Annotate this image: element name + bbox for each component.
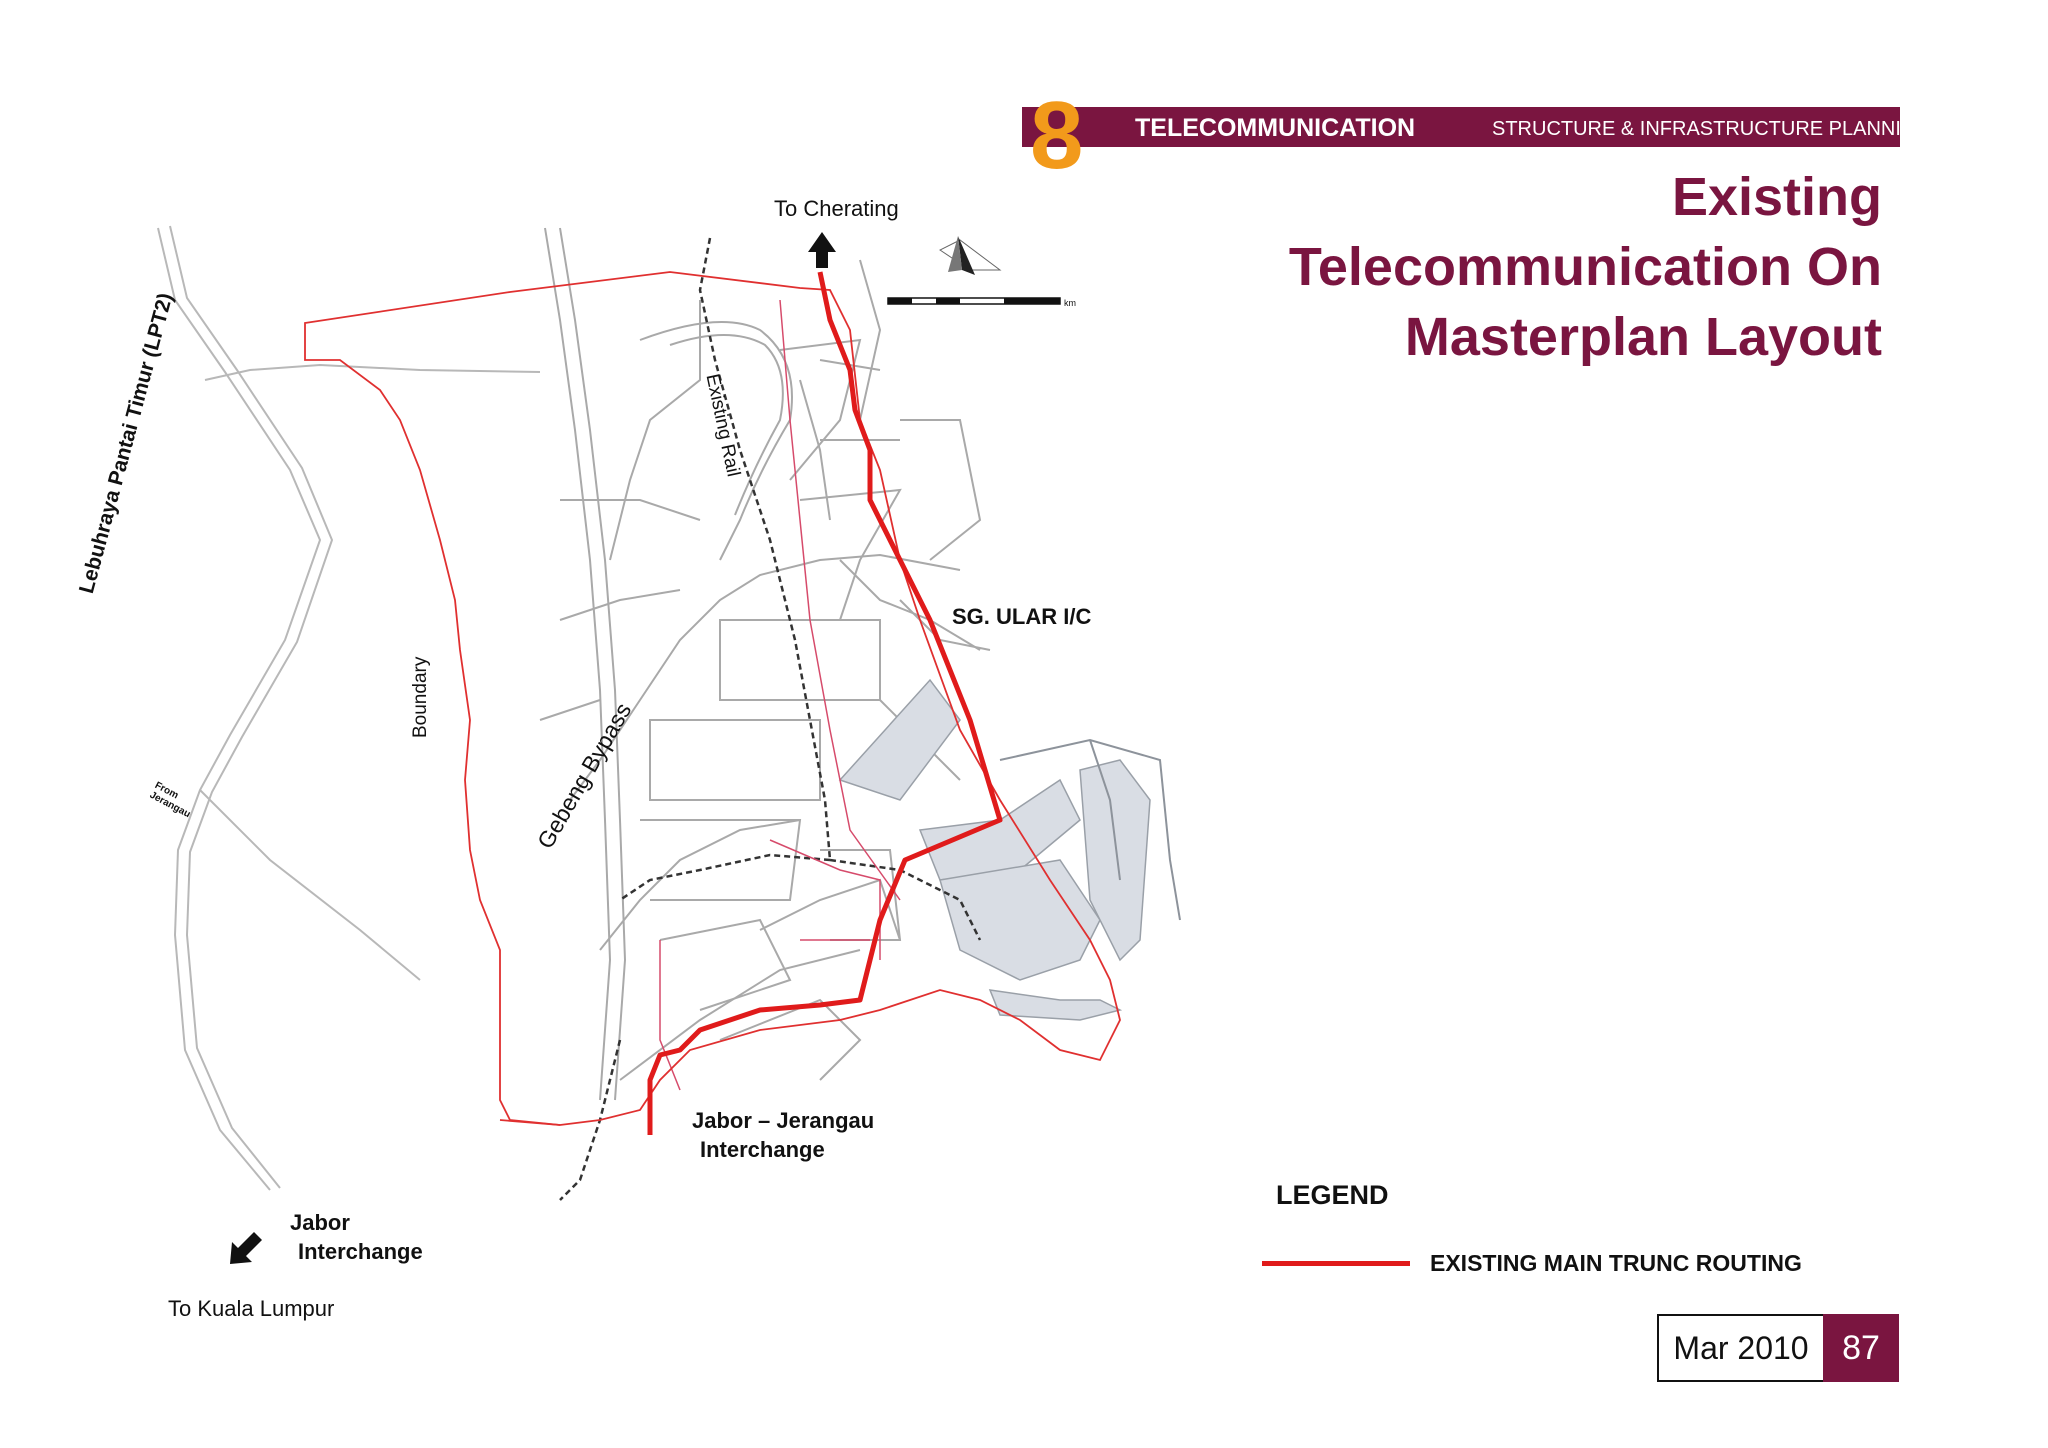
south-west-arrow <box>230 1232 262 1264</box>
section-subtitle: STRUCTURE & INFRASTRUCTURE PLANNING <box>1492 118 1931 140</box>
page-title-line-2: Telecommunication On <box>1288 237 1882 297</box>
legend-title: LEGEND <box>1276 1180 1389 1210</box>
label-jabor-jerangau: Jabor – Jerangau Interchange <box>692 1106 874 1164</box>
label-jabor-line2: Interchange <box>298 1239 423 1264</box>
label-boundary: Boundary <box>410 656 431 738</box>
section-number: 8 <box>1030 82 1083 189</box>
label-jabor: Jabor Interchange <box>290 1208 423 1266</box>
label-jabor-jerangau-line1: Jabor – Jerangau <box>692 1108 875 1133</box>
label-scale-unit: km <box>1064 298 1076 308</box>
legend-route-swatch <box>1262 1261 1410 1266</box>
footer-date: Mar 2010 <box>1657 1314 1825 1382</box>
page-title-line-1: Existing <box>1671 167 1882 227</box>
label-to-cherating: To Cherating <box>774 196 899 221</box>
main-trunk-route <box>647 271 1003 1135</box>
legend-route-label: EXISTING MAIN TRUNC ROUTING <box>1430 1250 1802 1276</box>
port-pier <box>999 738 1181 921</box>
label-sg-ular: SG. ULAR I/C <box>952 604 1092 629</box>
highway-lpt2 <box>157 225 541 1191</box>
scale-bar <box>887 297 1061 305</box>
label-to-kuala-lumpur: To Kuala Lumpur <box>168 1296 335 1321</box>
label-jabor-jerangau-line2: Interchange <box>700 1137 825 1162</box>
page-title: Existing Telecommunication On Masterplan… <box>1262 162 1882 372</box>
compass-icon <box>939 236 1002 275</box>
port-area <box>838 678 1151 1021</box>
street-network <box>539 227 991 1101</box>
section-title: TELECOMMUNICATION <box>1135 114 1416 142</box>
north-arrow <box>808 232 836 268</box>
page-number: 87 <box>1823 1314 1899 1382</box>
existing-rail <box>559 237 982 1201</box>
page-title-line-3: Masterplan Layout <box>1404 307 1882 367</box>
section-header-bar <box>1022 107 1900 147</box>
label-jabor-line1: Jabor <box>290 1210 350 1235</box>
masterplan-boundary <box>304 271 1121 1126</box>
secondary-routes <box>659 299 901 1091</box>
